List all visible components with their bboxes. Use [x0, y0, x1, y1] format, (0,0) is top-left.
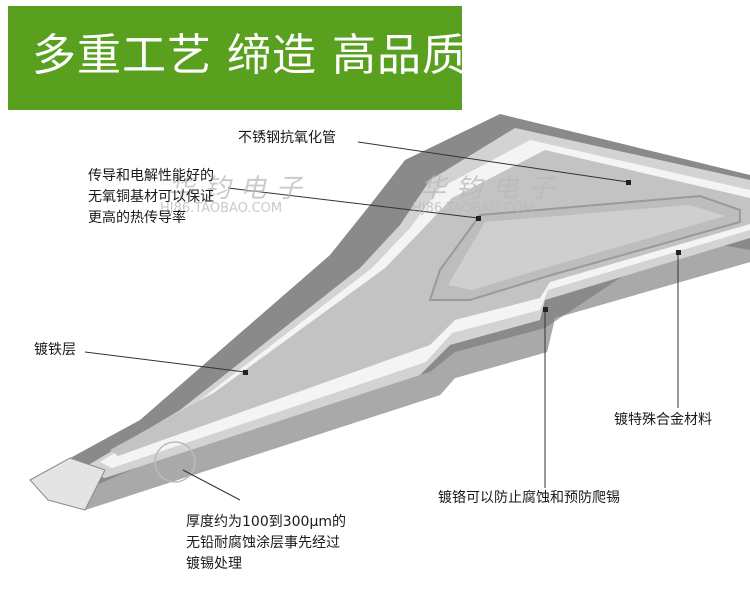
watermark-1-chars: 华钧电子 [168, 174, 313, 204]
label-copper-core: 传导和电解性能好的 无氧铜基材可以保证 更高的热传导率 [88, 166, 214, 229]
label-copper-core-line-2: 无氧铜基材可以保证 [88, 189, 214, 205]
pointer-dots [243, 180, 681, 375]
watermark-2-url: HJ86.TAOBAO.COM [412, 201, 535, 216]
leader-lines [84, 141, 679, 501]
label-iron-plating-text: 镀铁层 [34, 342, 76, 358]
label-tin-coating-line-3: 镀锡处理 [186, 556, 242, 572]
dot-steel-tube [626, 180, 631, 185]
label-steel-tube-text: 不锈钢抗氧化管 [238, 130, 336, 146]
dot-chrome-plating [543, 307, 548, 312]
label-copper-core-line-1: 传导和电解性能好的 [88, 168, 214, 184]
watermark-1-url: HJ86.TAOBAO.COM [160, 201, 283, 216]
label-steel-tube: 不锈钢抗氧化管 [238, 128, 336, 149]
tin-coating-marker [154, 441, 196, 483]
label-chrome-plating-text: 镀铬可以防止腐蚀和预防爬锡 [438, 490, 620, 506]
leader-copper-core [227, 187, 479, 219]
label-iron-plating: 镀铁层 [34, 340, 76, 361]
watermark-2: 华钧电子 HJ86.TAOBAO.COM [412, 168, 565, 216]
steel-tube-highlight [448, 205, 725, 290]
label-special-alloy: 镀特殊合金材料 [614, 410, 712, 431]
label-tin-coating-line-1: 厚度约为100到300μm的 [186, 514, 346, 530]
label-chrome-plating: 镀铬可以防止腐蚀和预防爬锡 [438, 488, 620, 509]
label-special-alloy-text: 镀特殊合金材料 [614, 412, 712, 428]
dot-special-alloy [676, 250, 681, 255]
leader-iron-plating [84, 351, 246, 373]
watermark-1: 华钧电子 HJ86.TAOBAO.COM [160, 168, 313, 216]
leader-tin-coating [182, 469, 241, 501]
label-copper-core-line-3: 更高的热传导率 [88, 210, 186, 226]
tip-end-face [85, 238, 750, 510]
leader-steel-tube [357, 141, 629, 183]
header-banner: 多重工艺 缔造 高品质! [8, 6, 485, 110]
dot-copper-core [476, 216, 481, 221]
label-tin-coating: 厚度约为100到300μm的 无铅耐腐蚀涂层事先经过 镀锡处理 [186, 512, 346, 575]
banner-title: 多重工艺 缔造 高品质! [32, 30, 486, 81]
tip-end-cap [29, 457, 106, 511]
dot-iron-plating [243, 370, 248, 375]
watermark-2-chars: 华钧电子 [420, 174, 565, 204]
label-tin-coating-line-2: 无铅耐腐蚀涂层事先经过 [186, 535, 340, 551]
